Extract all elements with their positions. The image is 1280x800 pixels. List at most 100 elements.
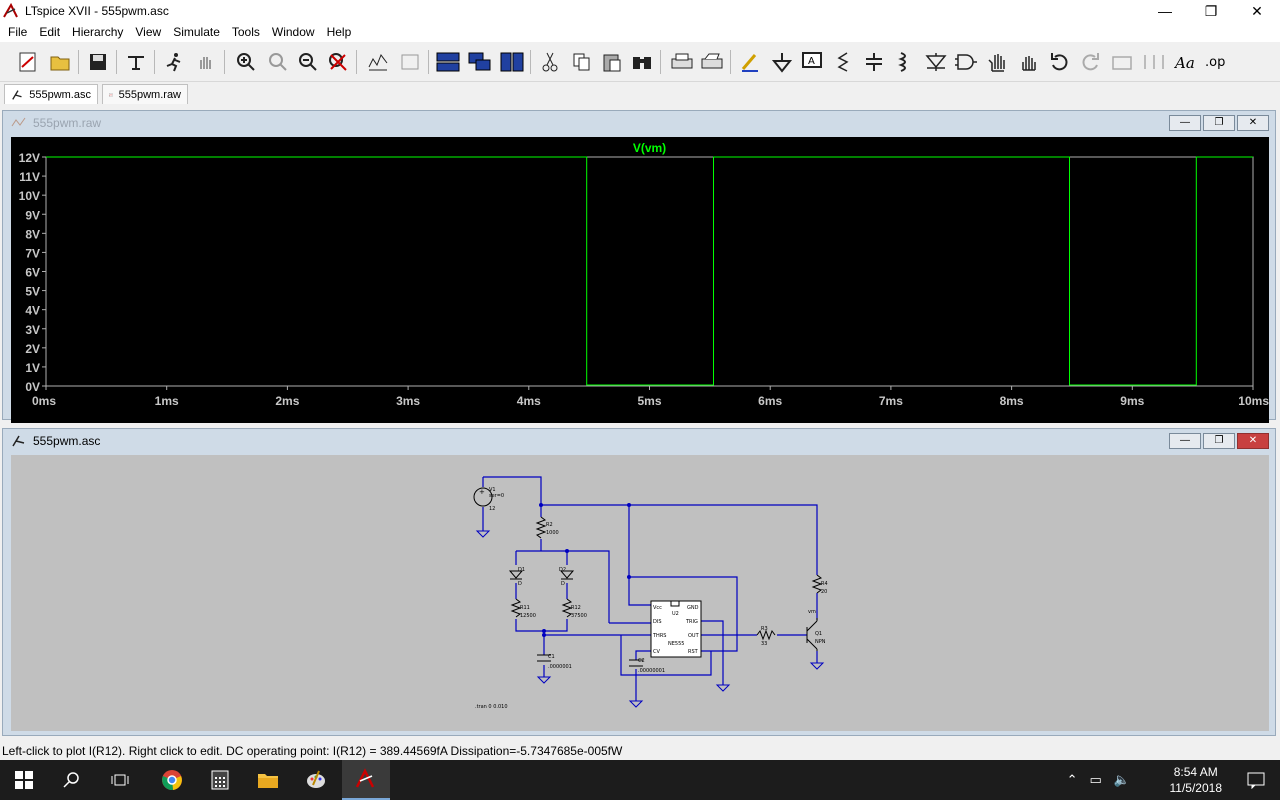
vm-net-label[interactable]: vm [808, 609, 816, 615]
menu-tools[interactable]: Tools [231, 25, 260, 39]
copy-icon[interactable] [568, 48, 596, 76]
calculator-taskbar-button[interactable] [196, 760, 244, 800]
autorange-icon[interactable] [364, 48, 392, 76]
schematic-close-button[interactable]: ✕ [1237, 433, 1269, 449]
waveform-minimize-button[interactable]: — [1169, 115, 1201, 131]
search-button[interactable] [48, 760, 96, 800]
component-icon[interactable] [952, 48, 980, 76]
menu-hierarchy[interactable]: Hierarchy [72, 25, 124, 39]
close-button[interactable]: ✕ [1251, 3, 1263, 19]
y-tick-label: 7V [25, 246, 40, 260]
v1-value-label: 12 [489, 506, 495, 512]
undo-icon[interactable] [1046, 48, 1074, 76]
wires[interactable] [482, 476, 818, 701]
d1-value-label: D [518, 581, 522, 587]
waveform-icon[interactable] [396, 48, 424, 76]
diodes[interactable] [508, 570, 575, 580]
run-icon[interactable] [160, 48, 188, 76]
waveform-restore-button[interactable]: ❐ [1203, 115, 1235, 131]
waveform-close-button[interactable]: ✕ [1237, 115, 1269, 131]
x-tick-label: 3ms [396, 394, 420, 408]
menu-view[interactable]: View [135, 25, 162, 39]
schematic-window-titlebar: 555pwm.asc [3, 429, 1275, 453]
zoom-full-icon[interactable] [324, 48, 352, 76]
paint-taskbar-button[interactable] [292, 760, 340, 800]
network-icon[interactable]: ▭ [1089, 772, 1102, 787]
task-view-button[interactable] [96, 760, 144, 800]
save-icon[interactable] [84, 48, 112, 76]
ground-icon[interactable] [768, 48, 796, 76]
q1-transistor[interactable] [806, 618, 818, 651]
inductor-icon[interactable] [890, 48, 918, 76]
spice-directive-icon[interactable]: .op [1202, 48, 1230, 76]
label-net-icon[interactable]: A [798, 48, 826, 76]
find-binoculars-icon[interactable] [628, 48, 656, 76]
notification-icon [1247, 772, 1265, 789]
capacitors[interactable] [537, 654, 643, 667]
cut-icon[interactable] [536, 48, 564, 76]
schematic-minimize-button[interactable]: — [1169, 433, 1201, 449]
schematic-svg[interactable]: + [11, 455, 1269, 731]
paste-icon[interactable] [598, 48, 626, 76]
zoom-in-icon[interactable] [232, 48, 260, 76]
schematic-restore-button[interactable]: ❐ [1203, 433, 1235, 449]
maximize-button[interactable]: ❐ [1204, 3, 1218, 19]
menu-edit[interactable]: Edit [39, 25, 61, 39]
v1-source[interactable] [473, 487, 493, 507]
trace-title[interactable]: V(vm) [633, 141, 666, 155]
tile-vertical-icon[interactable] [498, 48, 526, 76]
print-icon[interactable] [668, 48, 696, 76]
zoom-out-icon[interactable] [294, 48, 322, 76]
resistors[interactable] [510, 516, 823, 641]
ne555-ic[interactable] [650, 600, 702, 658]
folder-icon [258, 774, 278, 788]
move-hand-icon[interactable] [984, 48, 1012, 76]
tab-555pwm-raw[interactable]: 555pwm.raw [102, 84, 188, 104]
control-panel-icon[interactable] [122, 48, 150, 76]
ltspice-taskbar-button[interactable] [342, 760, 390, 800]
waveform-window-title: 555pwm.raw [33, 116, 102, 130]
pin-cv-label: CV [653, 649, 660, 655]
draw-wire-icon[interactable] [736, 48, 764, 76]
svg-text:A: A [808, 56, 815, 67]
menu-simulate[interactable]: Simulate [173, 25, 220, 39]
r3-name-label: R3 [761, 626, 768, 632]
resistor-icon[interactable] [830, 48, 858, 76]
start-button[interactable] [0, 760, 48, 800]
tran-directive-label[interactable]: .tran 0 0.010 [475, 704, 508, 710]
capacitor-icon[interactable] [860, 48, 888, 76]
schematic-canvas[interactable]: + [11, 455, 1269, 731]
halt-hand-icon[interactable] [192, 48, 220, 76]
x-tick-label: 8ms [1000, 394, 1024, 408]
tab-555pwm-asc[interactable]: 555pwm.asc [4, 84, 98, 104]
menu-window[interactable]: Window [271, 25, 315, 39]
menu-help[interactable]: Help [326, 25, 352, 39]
x-tick-label: 5ms [637, 394, 661, 408]
text-icon[interactable]: Aa [1172, 48, 1200, 76]
show-hidden-icons-icon[interactable]: ⌃ [1066, 772, 1078, 787]
diode-icon[interactable] [922, 48, 950, 76]
clock[interactable]: 8:54 AM 11/5/2018 [1170, 764, 1223, 796]
volume-icon[interactable]: 🔈 [1113, 772, 1130, 787]
open-folder-icon[interactable] [46, 48, 74, 76]
new-schematic-icon[interactable] [14, 48, 42, 76]
chrome-taskbar-button[interactable] [148, 760, 196, 800]
print-setup-icon[interactable] [698, 48, 726, 76]
cascade-icon[interactable] [466, 48, 494, 76]
action-center-button[interactable] [1232, 760, 1280, 800]
title-bar: LTspice XVII - 555pwm.asc — ❐ ✕ [0, 0, 1280, 22]
rotate-icon[interactable] [1108, 48, 1136, 76]
pan-icon[interactable] [264, 48, 292, 76]
waveform-icon [109, 92, 113, 97]
drag-hand-icon[interactable] [1014, 48, 1042, 76]
redo-icon[interactable] [1076, 48, 1104, 76]
mirror-icon[interactable] [1140, 48, 1168, 76]
tile-horizontal-icon[interactable] [434, 48, 462, 76]
file-explorer-taskbar-button[interactable] [244, 760, 292, 800]
menu-file[interactable]: File [8, 25, 28, 39]
c1-value-label: .0000001 [548, 664, 572, 670]
minimize-button[interactable]: — [1158, 3, 1172, 19]
